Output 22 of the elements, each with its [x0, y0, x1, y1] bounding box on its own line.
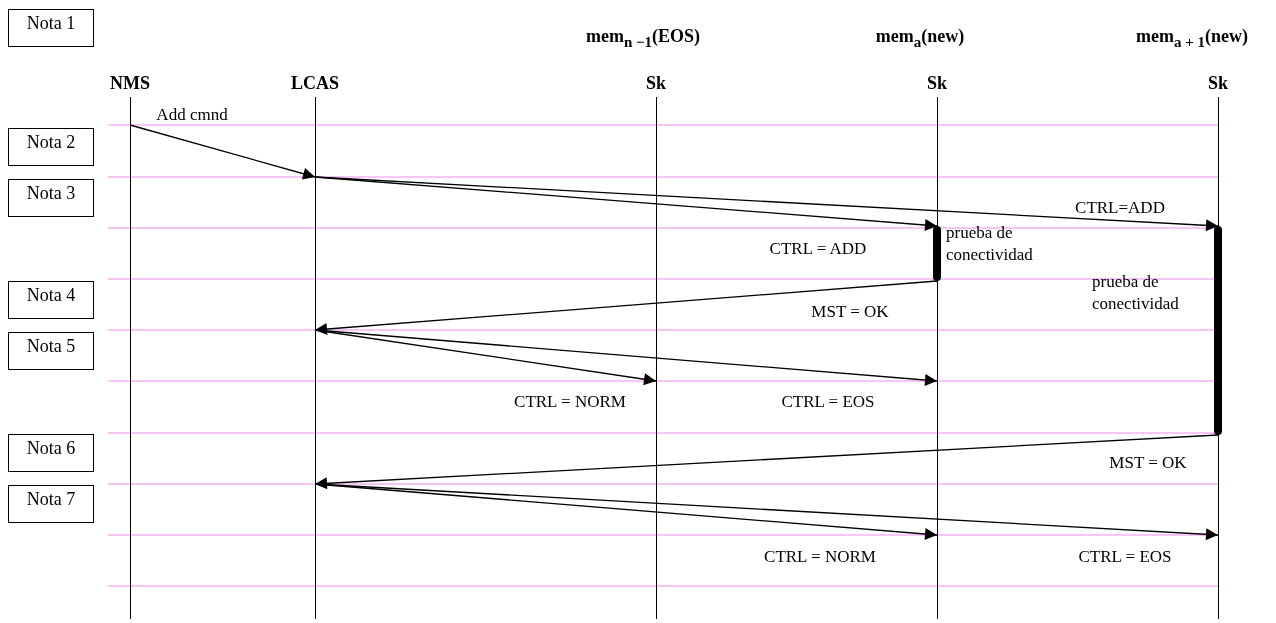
- note-box: Nota 2: [8, 128, 94, 166]
- activation-note: prueba de conectividad: [1092, 271, 1180, 315]
- message-arrow: [314, 176, 1219, 232]
- activation-bar: [933, 226, 941, 281]
- note-box: Nota 7: [8, 485, 94, 523]
- message-arrow: [314, 280, 938, 336]
- participant-role: Sk: [1208, 73, 1228, 94]
- participant-name: mem$_{a + 1}$(new): [1136, 26, 1248, 51]
- note-box: Nota 6: [8, 434, 94, 472]
- note-box: Nota 3: [8, 179, 94, 217]
- participant-role: Sk: [646, 73, 666, 94]
- participant-name: mem$_{n −1}$(EOS): [585, 26, 701, 51]
- note-box: Nota 1: [8, 9, 94, 47]
- participant-role: Sk: [927, 73, 947, 94]
- participant-role: NMS: [110, 73, 150, 94]
- note-box: Nota 5: [8, 332, 94, 370]
- activation-bar: [1214, 226, 1222, 435]
- note-box: Nota 4: [8, 281, 94, 319]
- participant-role: LCAS: [291, 73, 339, 94]
- participant-name: mem$_{a}$(new): [875, 26, 965, 51]
- message-arrow: [129, 124, 316, 180]
- activation-note: prueba de conectividad: [946, 222, 1034, 266]
